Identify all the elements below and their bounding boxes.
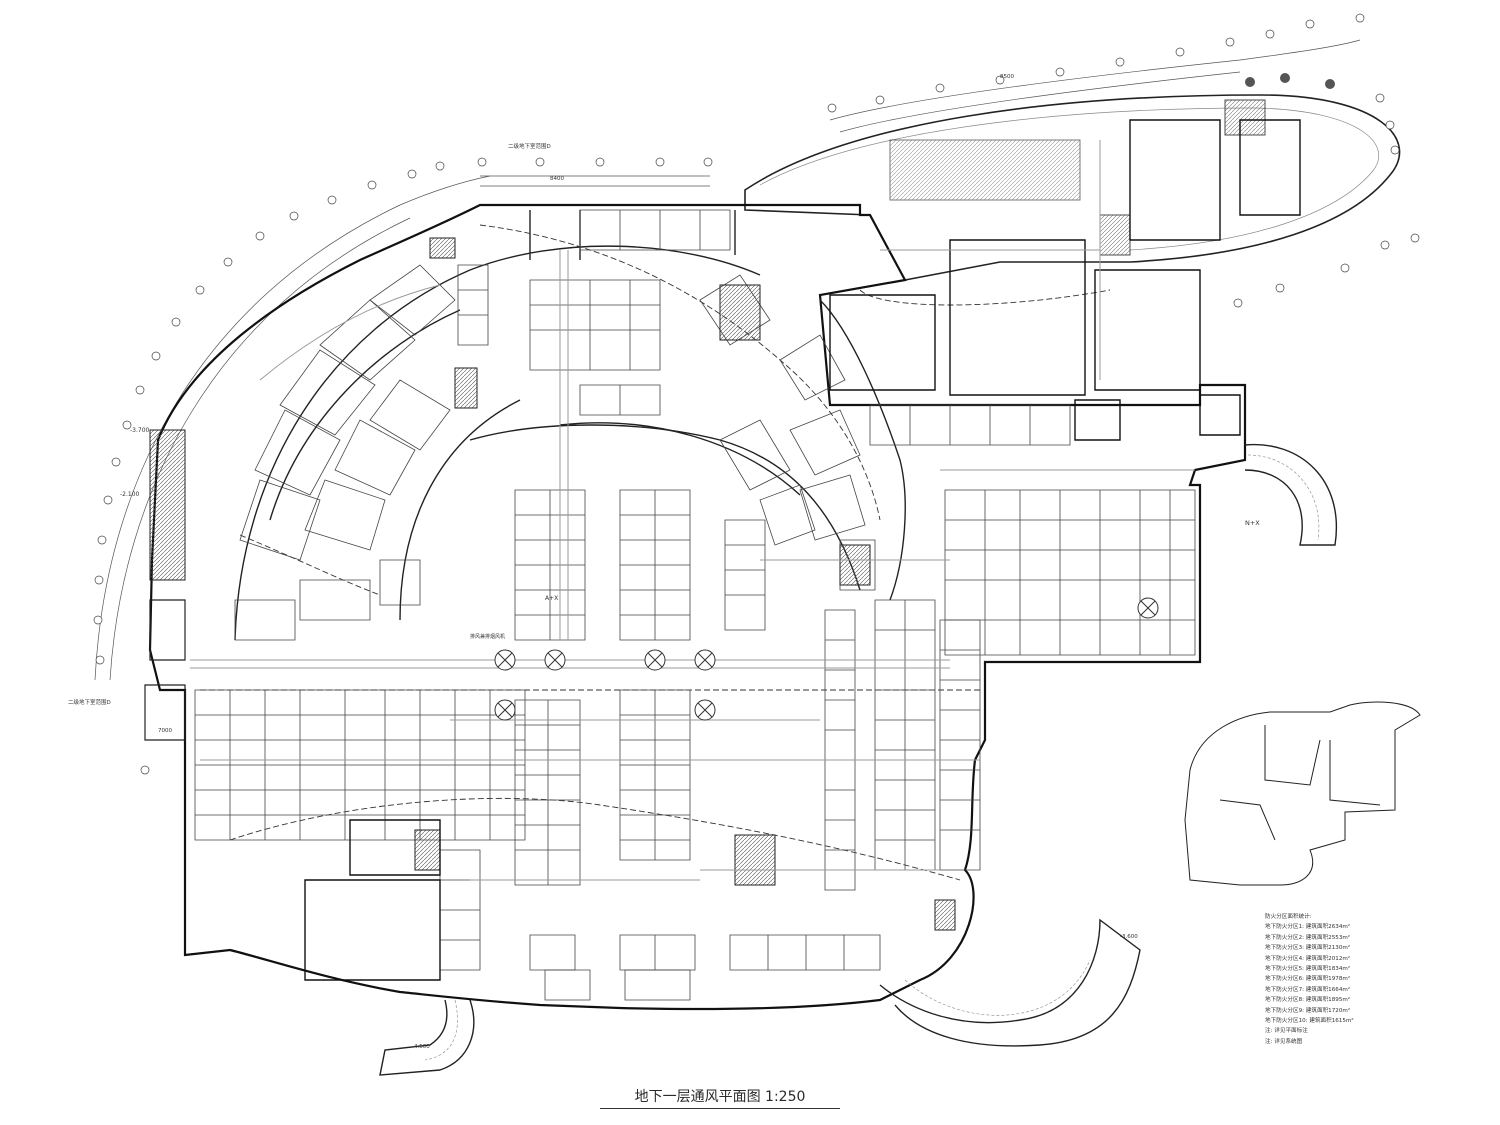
- axis-ax-label: A+X: [545, 595, 558, 602]
- upper-note-label: 二级地下室范围D: [508, 142, 551, 150]
- dimension-8500: 8500: [1000, 74, 1014, 80]
- legend-line: 地下防火分区5: 建筑面积1834m²: [1265, 966, 1351, 973]
- northeast-wing: [744, 94, 1401, 281]
- legend-line: 地下防火分区2: 建筑面积2553m²: [1265, 934, 1351, 941]
- main-outline: [148, 203, 1247, 1011]
- legend-line: 地下防火分区7: 建筑面积1664m²: [1265, 986, 1351, 993]
- drawing-title: 地下一层通风平面图 1:250: [600, 1086, 840, 1109]
- grid-bubbles: [93, 13, 1420, 775]
- legend-line: 地下防火分区10: 建筑面积1615m²: [1265, 1018, 1354, 1025]
- key-plan: [1184, 701, 1421, 886]
- left-corridor: [144, 599, 186, 741]
- exhaust-fans: [494, 597, 1159, 721]
- left-note-label: 二级地下室范围D: [68, 698, 111, 706]
- legend-line: 地下防火分区4: 建筑面积2012m²: [1265, 955, 1351, 962]
- fan-label: 排风兼排烟风机: [470, 633, 505, 640]
- legend-line: 注: 详见系统图: [1265, 1038, 1303, 1045]
- plan-labels: 二级地下室范围D 二级地下室范围D -3.700 -2.100 -3.600 -…: [68, 74, 1260, 1050]
- axis-nx-label: N+X: [1245, 519, 1260, 527]
- ring-stalls: [234, 264, 876, 641]
- legend-line: 地下防火分区9: 建筑面积1720m²: [1265, 1007, 1351, 1014]
- elevation-2100: -2.100: [120, 491, 140, 498]
- elevation-3600: -3.600: [1120, 934, 1138, 940]
- dimension-8400: 8400: [550, 176, 564, 182]
- parking-stalls: [194, 209, 1196, 1001]
- area-legend: 防火分区面积统计: 地下防火分区1: 建筑面积2634m² 地下防火分区2: 建…: [1265, 912, 1354, 1047]
- legend-line: 注: 详见平面标注: [1265, 1028, 1308, 1035]
- rooms: [304, 119, 1301, 981]
- legend-line: 地下防火分区8: 建筑面积1895m²: [1265, 997, 1351, 1004]
- stair-cores: [149, 99, 1266, 931]
- ring-walls: [234, 210, 906, 641]
- legend-line: 地下防火分区3: 建筑面积2130m²: [1265, 945, 1351, 952]
- elevation-4500: -4.500: [412, 1044, 430, 1050]
- legend-line: 地下防火分区1: 建筑面积2634m²: [1265, 924, 1351, 931]
- dimension-7000: 7000: [158, 728, 172, 734]
- ramps: [379, 443, 1338, 1076]
- tree-symbols: [1245, 73, 1335, 89]
- elevation-3700: -3.700: [130, 427, 150, 434]
- dimension-arc: [94, 39, 1361, 681]
- duct-runs: [190, 140, 1195, 881]
- legend-line: 地下防火分区6: 建筑面积1978m²: [1265, 976, 1351, 983]
- legend-line: 防火分区面积统计:: [1265, 914, 1312, 920]
